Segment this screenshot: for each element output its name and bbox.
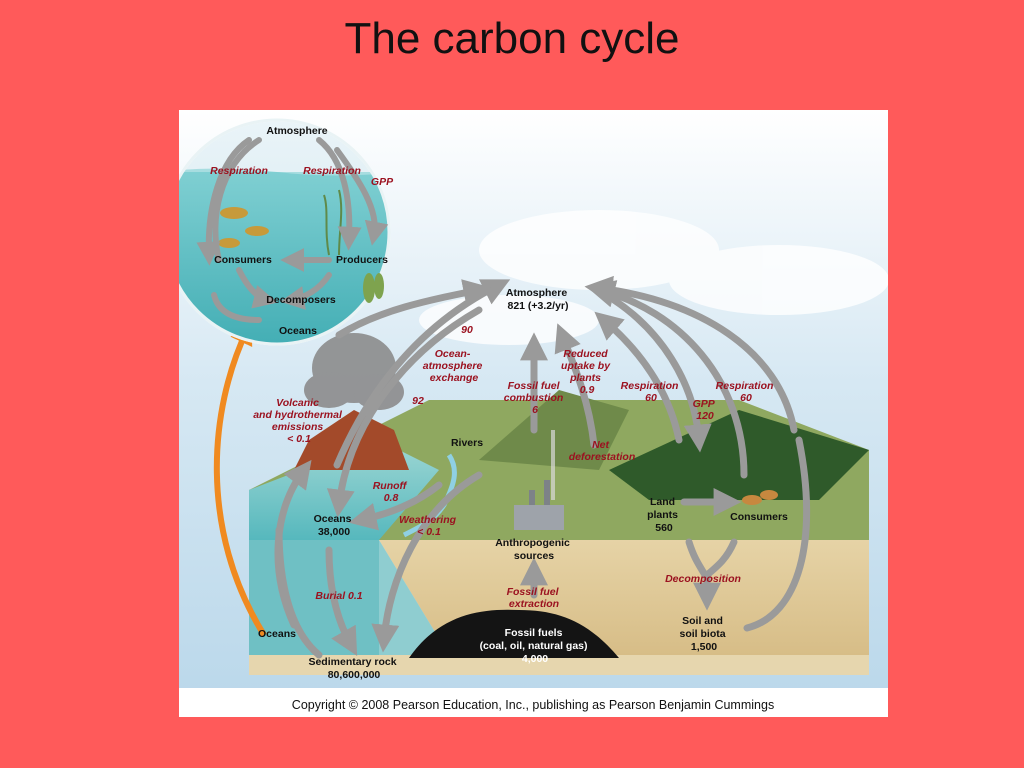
flux-decomposition: Decomposition (665, 573, 741, 585)
flux-gpp: GPP 120 (693, 398, 718, 422)
arrow-decomposition (685, 538, 738, 598)
flux-ocean-exchange: Ocean- atmosphere exchange (423, 348, 485, 384)
atmosphere-arrows (335, 275, 798, 434)
clouds (419, 210, 888, 345)
flux-net-deforestation: Net deforestation (569, 439, 636, 463)
flux-fossil-combustion: Fossil fuel combustion 6 (504, 380, 566, 416)
pool-labels: Atmosphere 821 (+3.2/yr) Oceans 38,000 R… (258, 287, 788, 681)
anthropogenic-label: Anthropogenic sources (495, 537, 573, 562)
flux-fossil-extraction: Fossil fuel extraction (507, 586, 562, 610)
arrow-deforestation (554, 323, 598, 449)
flux-volcanic: Volcanic and hydrothermal emissions < 0.… (253, 397, 345, 445)
flux-respiration-plants: Respiration 60 (621, 380, 682, 404)
inset-arrows (196, 137, 389, 323)
arrow-sediment-return (275, 526, 323, 659)
ocean-inset: Atmosphere Respiration Respiration GPP C… (179, 118, 394, 346)
flux-respiration-consumers: Respiration 60 (716, 380, 777, 404)
inset-gpp: GPP (371, 176, 394, 188)
slide-title: The carbon cycle (344, 14, 680, 63)
fish (218, 207, 269, 248)
ocean-section (249, 540, 379, 655)
flux-runoff: Runoff 0.8 (373, 480, 410, 504)
arrow-consumer-respiration (586, 280, 748, 479)
oceans-pool-label: Oceans 38,000 (314, 513, 355, 538)
flux-burial: Burial 0.1 (315, 590, 362, 602)
rivers-label: Rivers (451, 437, 483, 449)
arrow-to-inset (213, 320, 267, 637)
carbon-cycle-figure: Atmosphere Respiration Respiration GPP C… (179, 110, 888, 717)
arrow-runoff (348, 481, 443, 531)
fossil-fuel-deposit (409, 609, 619, 658)
producers-plant (363, 273, 384, 303)
arrow-weathering (371, 471, 483, 653)
flux-ocean-down: 92 (412, 395, 424, 407)
land-plants-label: Land plants 560 (647, 496, 681, 534)
flux-reduced-uptake: Reduced uptake by plants 0.9 (561, 348, 613, 396)
copyright-strip (179, 688, 888, 717)
consumers-label: Consumers (730, 511, 788, 523)
copyright-text: Copyright © 2008 Pearson Education, Inc.… (292, 698, 774, 712)
sedimentary-label: Sedimentary rock 80,600,000 (308, 656, 399, 681)
arrow-burial (325, 546, 358, 656)
flux-arrows (274, 279, 811, 659)
soil-label: Soil and soil biota 1,500 (679, 615, 728, 653)
inset-oceans: Oceans (279, 325, 317, 337)
carbon-cycle-diagram: Atmosphere Respiration Respiration GPP C… (179, 110, 888, 717)
flux-labels: 90 Ocean- atmosphere exchange 92 Volcani… (253, 324, 777, 610)
volcano-plume (304, 333, 404, 410)
flux-ocean-up: 90 (461, 324, 473, 336)
inset-respiration-left: Respiration (210, 165, 268, 177)
inset-producers: Producers (336, 254, 388, 266)
factory (514, 430, 564, 530)
arrow-soil-up (743, 436, 811, 632)
arrow-ocean-down (326, 306, 483, 518)
fossil-fuels-label: Fossil fuels (coal, oil, natural gas) 4,… (480, 627, 591, 665)
arrow-plant-respiration (594, 311, 683, 444)
inset-decomposers: Decomposers (266, 294, 336, 306)
flux-weathering: Weathering < 0.1 (399, 514, 459, 538)
atmosphere-label: Atmosphere 821 (+3.2/yr) (506, 287, 570, 312)
inset-consumers: Consumers (214, 254, 272, 266)
inset-respiration-right: Respiration (303, 165, 361, 177)
deer (742, 490, 778, 505)
oceans-side-label: Oceans (258, 628, 296, 640)
arrow-gpp (610, 296, 712, 453)
inset-atmosphere-label: Atmosphere (266, 125, 327, 137)
